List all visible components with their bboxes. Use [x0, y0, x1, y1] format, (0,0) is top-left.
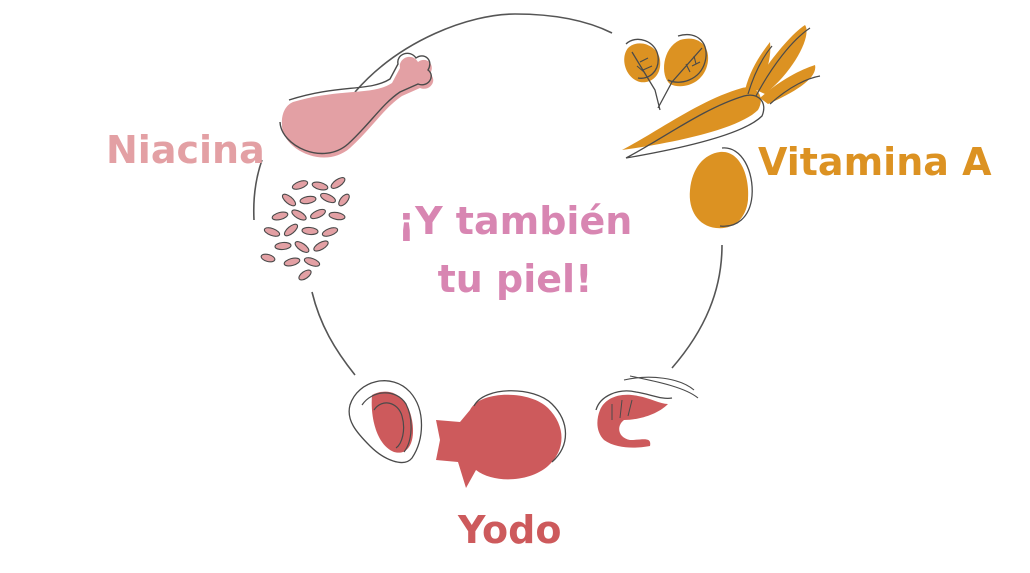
label-vitamina-a: Vitamina A [758, 140, 992, 184]
cycle-circle [252, 13, 723, 376]
egg-icon [689, 147, 753, 229]
center-message-line-1: ¡Y también [397, 199, 633, 243]
label-niacina: Niacina [106, 128, 265, 172]
spinach-leaves-icon [624, 34, 709, 111]
carrot-icon [622, 25, 821, 159]
center-message: ¡Y también tu piel! [380, 192, 650, 308]
mussel-icon [348, 380, 423, 463]
center-message-line-2: tu piel! [437, 257, 593, 301]
chicken-leg-icon [279, 52, 434, 158]
fish-icon [436, 390, 566, 488]
rice-grains-icon [260, 177, 350, 281]
label-yodo: Yodo [458, 508, 562, 552]
shrimp-icon [595, 375, 699, 448]
